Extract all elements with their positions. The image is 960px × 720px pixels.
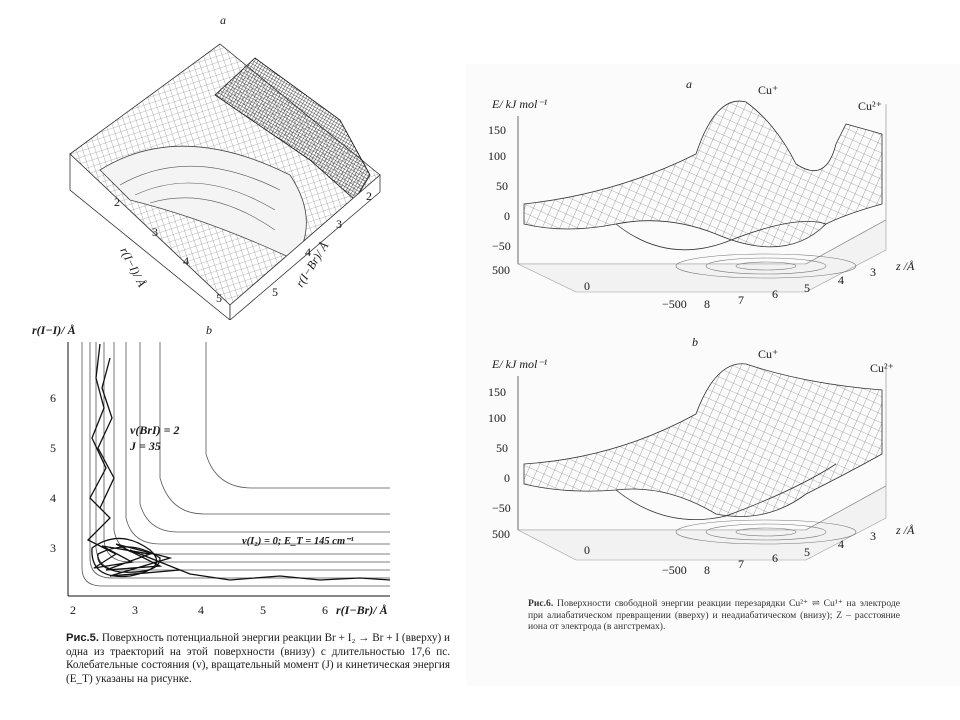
fig6-panel-a: a E/ kJ mol⁻¹ Cu⁺ Cu²⁺ 150 100 50 0 −50 … xyxy=(488,77,915,311)
fig6-b-depthtick: 500 xyxy=(492,527,510,541)
fig6-a-ytick: −50 xyxy=(492,239,511,253)
fig5-b-xtick: 4 xyxy=(198,603,204,617)
fig5-b-annot-energy: v(I₂) = 0; E_T = 145 cm⁻¹ xyxy=(242,536,354,547)
fig5-a-tick-IBr: 4 xyxy=(305,245,311,259)
fig5-b-trajectory xyxy=(86,343,391,581)
fig6-b-ytick: 0 xyxy=(504,471,510,485)
fig6-a-depthtick: 0 xyxy=(584,279,590,293)
fig5-b-xtick: 5 xyxy=(260,603,266,617)
fig6-b-ztick: 5 xyxy=(804,545,810,559)
fig6-b-ztick: 7 xyxy=(738,557,744,571)
fig5-a-tick-IBr: 3 xyxy=(336,217,342,231)
fig5-a-svg: a 2 3 4 5 r(I−I)/ Å 2 3 4 5 r(I−Br)/ Å xyxy=(69,13,381,320)
fig5-b-annot-J: J = 35 xyxy=(129,439,161,453)
fig6-a-ytick: 0 xyxy=(504,209,510,223)
fig5-contour-plot-b: b r(I−I)/ Å 6 5 4 3 2 3 xyxy=(20,318,460,630)
fig6-b-depthtick: 0 xyxy=(584,543,590,557)
fig5-caption-label: Рис.5. xyxy=(66,632,99,644)
fig6-b-cu1-label: Cu⁺ xyxy=(758,347,778,361)
fig5-b-xtick: 3 xyxy=(132,603,138,617)
fig5-b-ytick: 5 xyxy=(50,441,56,455)
fig6-b-ztick: 3 xyxy=(870,529,876,543)
fig6-b-ytick: −50 xyxy=(492,501,511,515)
fig5-b-ylabel: r(I−I)/ Å xyxy=(32,323,76,337)
fig6-a-surface xyxy=(523,100,883,248)
fig6-a-zlabel: z /Å xyxy=(895,259,915,273)
fig6-a-cu2-label: Cu²⁺ xyxy=(858,99,882,113)
fig6-b-zlabel: z /Å xyxy=(895,523,915,537)
fig5-a-valley xyxy=(99,145,307,261)
fig6-a-ztick: 7 xyxy=(738,293,744,307)
fig5-b-contours xyxy=(81,342,390,587)
fig6-b-ylabel: E/ kJ mol⁻¹ xyxy=(491,357,548,371)
fig6-a-ztick: 4 xyxy=(838,273,844,287)
fig6-caption-text: Поверхности свободной энергии реакции пе… xyxy=(528,598,900,632)
fig6-a-letter: a xyxy=(686,77,692,91)
fig5-a-tick-II: 2 xyxy=(114,195,120,209)
fig5-a-axis-II: r(I−I)/ Å xyxy=(117,245,149,290)
fig5-b-letter: b xyxy=(206,323,212,337)
fig6-b-ztick: 6 xyxy=(772,551,778,565)
fig5-a-ridge xyxy=(214,57,371,201)
fig5-a-tick-IBr: 5 xyxy=(272,285,278,299)
fig6-caption: Рис.6. Поверхности свободной энергии реа… xyxy=(528,598,900,633)
fig6-a-ytick: 50 xyxy=(496,179,508,193)
fig6-b-surface xyxy=(523,363,883,517)
fig6-a-ztick: 5 xyxy=(804,281,810,295)
fig5-b-xlabel: r(I−Br)/ Å xyxy=(336,603,388,617)
fig5-a-wall-left xyxy=(69,153,231,320)
fig5-a-letter: a xyxy=(220,13,226,27)
fig6-scan-panel: a E/ kJ mol⁻¹ Cu⁺ Cu²⁺ 150 100 50 0 −50 … xyxy=(466,64,960,686)
fig6-b-ytick: 150 xyxy=(488,385,506,399)
fig6-b-depthtick: −500 xyxy=(662,563,687,577)
fig5-b-annot-state: v(BrI) = 2 xyxy=(130,423,180,437)
fig5-a-tick-IBr: 2 xyxy=(366,189,372,203)
fig6-svg: a E/ kJ mol⁻¹ Cu⁺ Cu²⁺ 150 100 50 0 −50 … xyxy=(488,77,915,577)
fig6-b-cu2-label: Cu²⁺ xyxy=(870,361,894,375)
fig5-a-wall-right xyxy=(229,174,381,320)
fig6-a-ylabel: E/ kJ mol⁻¹ xyxy=(491,97,548,111)
fig6-a-ztick: 3 xyxy=(870,265,876,279)
fig5-a-tick-II: 5 xyxy=(216,291,222,305)
fig6-a-depthtick: 500 xyxy=(492,263,510,277)
fig6-b-letter: b xyxy=(692,335,698,349)
fig6-a-depthtick: −500 xyxy=(662,297,687,311)
fig6-a-cu1-label: Cu⁺ xyxy=(758,83,778,97)
fig6-a-ytick: 100 xyxy=(488,149,506,163)
fig6-a-ytick: 150 xyxy=(488,123,506,137)
fig5-b-ytick: 4 xyxy=(50,491,56,505)
fig6-a-ztick: 8 xyxy=(704,297,710,311)
fig6-b-ztick: 4 xyxy=(838,537,844,551)
fig5-a-tick-II: 3 xyxy=(152,225,158,239)
fig5-b-xtick: 6 xyxy=(322,603,328,617)
fig5-caption-text: Поверхность потенциальной энергии реакци… xyxy=(66,632,451,685)
fig6-a-ztick: 6 xyxy=(772,287,778,301)
fig6-b-ztick: 8 xyxy=(704,563,710,577)
fig5-caption: Рис.5. Поверхность потенциальной энергии… xyxy=(66,632,450,686)
fig6-panel-b: b E/ kJ mol⁻¹ Cu⁺ Cu²⁺ 150 100 50 0 −50 … xyxy=(488,335,915,577)
fig6-b-ytick: 100 xyxy=(488,411,506,425)
fig6-caption-label: Рис.6. xyxy=(528,598,554,609)
fig5-b-svg: b r(I−I)/ Å 6 5 4 3 2 3 xyxy=(32,323,391,617)
fig5-b-ytick: 6 xyxy=(50,391,56,405)
fig5-a-tick-II: 4 xyxy=(183,254,189,268)
fig5-b-ytick: 3 xyxy=(50,541,56,555)
fig6-b-ytick: 50 xyxy=(496,441,508,455)
fig5-b-xtick: 2 xyxy=(70,603,76,617)
fig5-surface-plot-a: a 2 3 4 5 r(I−I)/ Å 2 3 4 5 r(I−Br)/ Å xyxy=(40,0,460,320)
